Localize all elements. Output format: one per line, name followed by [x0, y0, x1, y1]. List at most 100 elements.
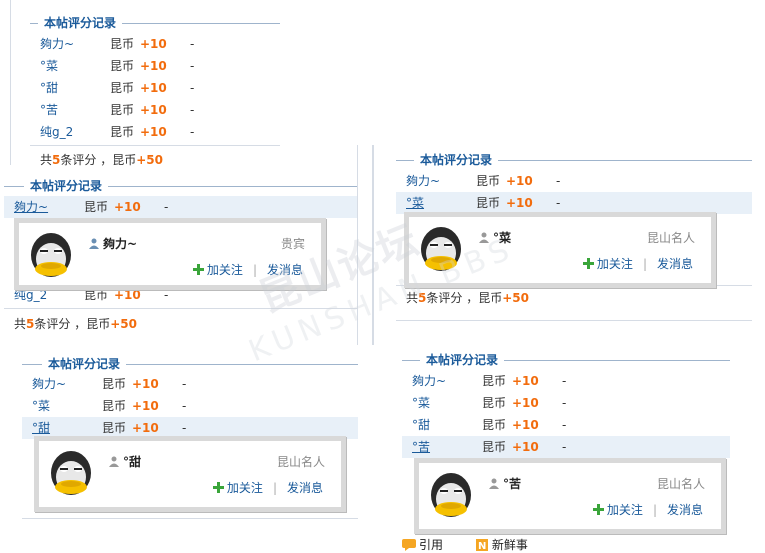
- currency: 昆币: [110, 81, 135, 95]
- rating-row: 夠力~昆币+10-: [402, 370, 730, 392]
- score: +10: [512, 440, 539, 454]
- rating-row: °苦昆币+10-: [30, 99, 280, 121]
- penguin-avatar-icon[interactable]: [27, 231, 75, 281]
- follow-button[interactable]: 加关注: [206, 263, 243, 277]
- vertical-divider: [372, 145, 374, 345]
- rater-link[interactable]: 纯g_2: [40, 125, 74, 139]
- reason: -: [182, 399, 187, 413]
- follow-button[interactable]: 加关注: [226, 481, 263, 495]
- reason: -: [190, 81, 195, 95]
- rater-link[interactable]: °菜: [40, 59, 59, 73]
- penguin-avatar-icon[interactable]: [417, 225, 465, 275]
- rater-link[interactable]: °苦: [412, 440, 431, 454]
- user-card-popup: 夠力~ 贵宾 加关注|发消息: [14, 218, 326, 290]
- popup-username[interactable]: °甜: [109, 453, 141, 470]
- plus-icon: [592, 504, 604, 515]
- message-button[interactable]: 发消息: [286, 481, 323, 495]
- rating-row: 夠力~昆币+10-: [396, 170, 752, 192]
- user-card-popup: °苦 昆山名人 加关注|发消息: [414, 458, 726, 534]
- rating-summary: 共5条评分 ，昆币+50: [14, 317, 137, 331]
- reason: -: [182, 421, 187, 435]
- score: +10: [512, 418, 539, 432]
- currency: 昆币: [482, 396, 507, 410]
- rating-row: °甜 昆币 +10 -: [30, 77, 280, 99]
- title-line: [396, 160, 752, 161]
- follow-button[interactable]: 加关注: [606, 503, 643, 517]
- rater-link[interactable]: 夠力~: [14, 200, 49, 214]
- panel-bottom-line: [396, 320, 752, 321]
- rater-link[interactable]: 夠力~: [412, 374, 447, 388]
- section-title: 本帖评分记录: [414, 152, 499, 168]
- reason: -: [562, 374, 567, 388]
- rating-row-hover: 夠力~昆币+10-: [4, 196, 358, 218]
- popup-username[interactable]: °苦: [489, 475, 521, 492]
- currency: 昆币: [84, 288, 109, 302]
- popup-actions: 加关注|发消息: [212, 479, 323, 496]
- currency: 昆币: [102, 399, 127, 413]
- rater-link[interactable]: 夠力~: [32, 377, 67, 391]
- message-button[interactable]: 发消息: [266, 263, 303, 277]
- rating-summary: 共5条评分 ，昆币+50: [406, 291, 529, 305]
- quote-button[interactable]: 引用: [402, 538, 457, 552]
- follow-button[interactable]: 加关注: [596, 257, 633, 271]
- section-title: 本帖评分记录: [24, 178, 109, 194]
- rater-link[interactable]: 纯g_2: [14, 288, 48, 302]
- rater-link[interactable]: °菜: [406, 196, 425, 210]
- rater-link[interactable]: 夠力~: [406, 174, 441, 188]
- title-line: [4, 186, 358, 187]
- popup-username[interactable]: °菜: [479, 229, 511, 246]
- currency: 昆币: [482, 440, 507, 454]
- rater-link[interactable]: °甜: [40, 81, 59, 95]
- currency: 昆币: [482, 418, 507, 432]
- reason: -: [562, 418, 567, 432]
- score: +10: [132, 377, 159, 391]
- plus-icon: [192, 264, 204, 275]
- quote-icon: [402, 539, 416, 551]
- title-line: [30, 23, 280, 24]
- reason: -: [562, 440, 567, 454]
- reason: -: [182, 377, 187, 391]
- rating-row: 夠力~昆币+10-: [30, 33, 280, 55]
- score: +10: [114, 200, 141, 214]
- rating-row-hover: °甜昆币+10-: [22, 417, 358, 439]
- score: +10: [140, 125, 167, 139]
- score: +10: [132, 399, 159, 413]
- user-icon: [109, 456, 119, 467]
- rater-link[interactable]: °甜: [32, 421, 51, 435]
- message-button[interactable]: 发消息: [656, 257, 693, 271]
- score: +10: [140, 37, 167, 51]
- plus-icon: [212, 482, 224, 493]
- message-button[interactable]: 发消息: [666, 503, 703, 517]
- vertical-divider: [357, 145, 358, 345]
- score: +10: [506, 196, 533, 210]
- penguin-avatar-icon[interactable]: [47, 449, 95, 499]
- rater-link[interactable]: 夠力~: [40, 37, 75, 51]
- currency: 昆币: [110, 59, 135, 73]
- panel-bottom-line: [22, 518, 358, 519]
- rater-link[interactable]: °菜: [412, 396, 431, 410]
- score: +10: [512, 396, 539, 410]
- currency: 昆币: [102, 377, 127, 391]
- popup-actions: 加关注|发消息: [592, 501, 703, 518]
- score: +10: [506, 174, 533, 188]
- currency: 昆币: [84, 200, 109, 214]
- user-icon: [479, 232, 489, 243]
- rater-link[interactable]: °甜: [412, 418, 431, 432]
- popup-username[interactable]: 夠力~: [89, 235, 137, 252]
- rater-link[interactable]: °菜: [32, 399, 51, 413]
- score: +10: [114, 288, 141, 302]
- popup-actions: 加关注|发消息: [582, 255, 693, 272]
- penguin-avatar-icon[interactable]: [427, 471, 475, 521]
- left-border: [10, 0, 11, 165]
- rating-row-hover: °苦 昆币 +10 -: [402, 436, 730, 458]
- score: +10: [140, 81, 167, 95]
- popup-rank: 昆山名人: [276, 455, 325, 469]
- rater-link[interactable]: °苦: [40, 103, 59, 117]
- reason: -: [556, 196, 561, 210]
- currency: 昆币: [102, 421, 127, 435]
- reason: -: [562, 396, 567, 410]
- title-line: [402, 360, 730, 361]
